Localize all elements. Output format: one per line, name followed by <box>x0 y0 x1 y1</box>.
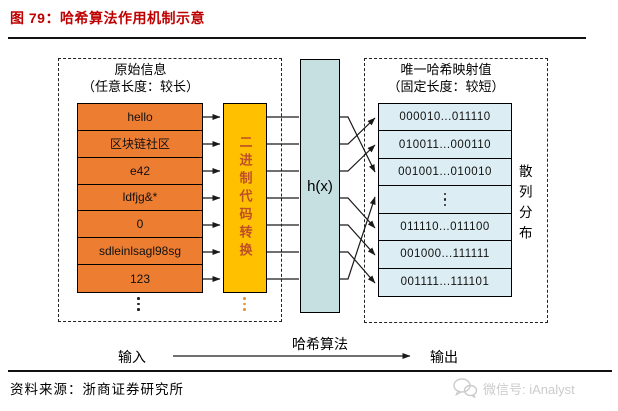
source-note: 资料来源：浙商证券研究所 <box>10 382 184 397</box>
input-group-title: 原始信息 <box>114 62 167 77</box>
vertical-ellipsis-icon <box>443 192 447 207</box>
output-row: 010011...000110 <box>379 131 511 159</box>
hash-function-label: h(x) <box>307 177 333 195</box>
input-row: 0 <box>78 211 202 239</box>
output-row: 000010...011110 <box>379 104 511 132</box>
output-row: 001001...010010 <box>379 158 511 187</box>
figure-title: 图 79：哈希算法作用机制示意 <box>10 10 205 26</box>
title-divider <box>8 37 586 39</box>
binary-converter-label: 二进制代码转换 <box>237 135 253 261</box>
vertical-ellipsis-icon <box>243 297 246 311</box>
binary-converter-box: 二进制代码转换 <box>223 103 267 293</box>
output-group-subtitle: （固定长度：较短） <box>387 79 505 94</box>
output-row-ellipsis <box>379 186 511 214</box>
hash-function-box: h(x) <box>300 59 340 313</box>
distribution-label: 散列分布 <box>516 164 532 246</box>
flow-output-label: 输出 <box>430 351 458 366</box>
input-row: hello <box>78 104 202 131</box>
output-row: 001000...111111 <box>379 241 511 269</box>
input-group-subtitle: （任意长度：较长） <box>81 79 199 94</box>
input-row: 区块链社区 <box>78 130 202 158</box>
output-group-box <box>364 58 548 323</box>
flow-arrow-label: 哈希算法 <box>292 338 348 353</box>
wechat-watermark-text: 微信号: iAnalyst <box>483 381 575 397</box>
input-group-box <box>58 58 282 322</box>
wechat-icon <box>453 378 478 399</box>
output-row: 001111...111101 <box>379 268 511 296</box>
input-row: 123 <box>78 265 202 292</box>
footer-divider <box>8 370 612 372</box>
vertical-ellipsis-icon <box>137 297 140 311</box>
output-row: 011110...011100 <box>379 213 511 242</box>
input-value-stack: hello 区块链社区 e42 ldfjg&* 0 sdleinlsagl98s… <box>77 103 203 293</box>
input-row: sdleinlsagl98sg <box>78 238 202 266</box>
wechat-watermark: 微信号: iAnalyst <box>452 377 575 399</box>
output-group-title: 唯一哈希映射值 <box>400 62 492 77</box>
input-row: e42 <box>78 157 202 185</box>
flow-input-label: 输入 <box>118 351 146 366</box>
input-row: ldfjg&* <box>78 184 202 212</box>
output-value-stack: 000010...011110 010011...000110 001001..… <box>378 103 512 297</box>
